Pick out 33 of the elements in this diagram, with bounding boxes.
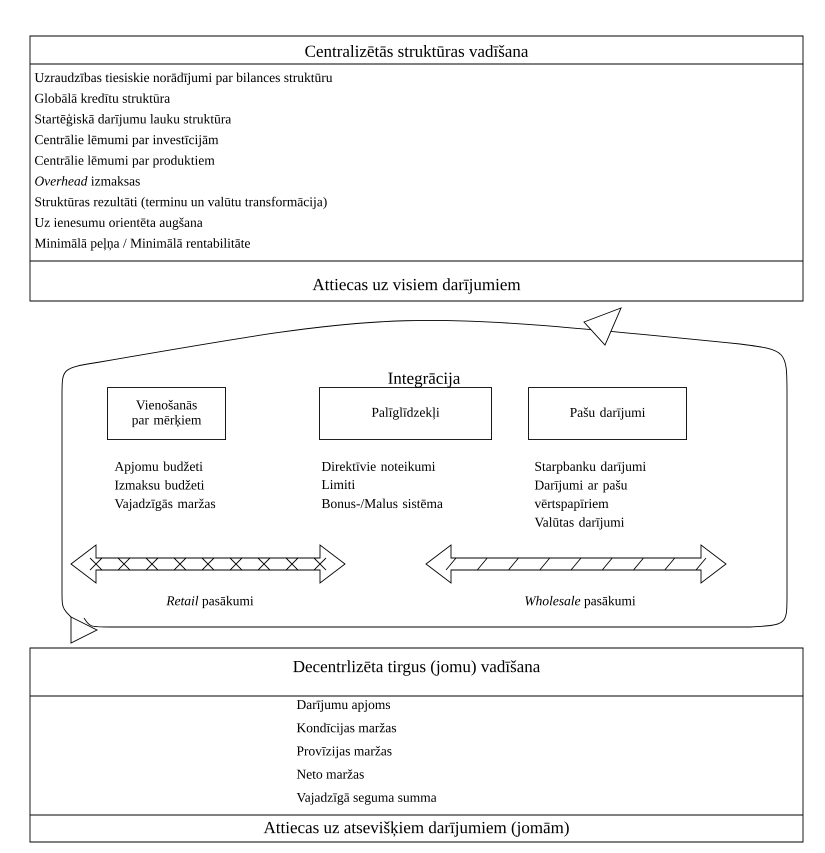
box: Palīglīdzekļi <box>319 387 492 440</box>
list-item: Struktūras rezultāti (terminu un valūtu transformācija) <box>35 196 327 210</box>
list-item: Centrālie lēmumi par produktiem <box>35 155 215 168</box>
arrow-caption: Retail pasākumi <box>166 596 254 608</box>
list-item: Minimālā peļņa / Minimālā rentabilitāte <box>34 238 250 250</box>
list-item: Vajadzīgās maržas <box>114 498 216 511</box>
list-item: Direktīvie noteikumi <box>322 461 436 471</box>
list-item: Valūtas darījumi <box>534 517 624 530</box>
list-item: Vajadzīgā seguma summa <box>296 792 436 805</box>
footer: Attiecas uz visiem darījumiem <box>312 278 520 294</box>
heading: Integrācija <box>388 372 460 388</box>
list-item: Provīzijas maržas <box>296 746 392 758</box>
list-item: Centrālie lēmumi par investīcijām <box>35 134 218 147</box>
list-item: Startēģiskā darījumu lauku struktūra <box>35 114 232 126</box>
list-item: Apjomu budžeti <box>114 461 203 474</box>
list-item: Limiti <box>322 480 355 490</box>
list-item: Izmaksu budžeti <box>114 480 204 490</box>
list-item: Uz ienesumu orientēta augšana <box>34 218 203 230</box>
box: Vienošanās par mērķiem <box>107 387 226 440</box>
list-item: Starpbanku darījumi <box>535 461 646 474</box>
list-item: Neto maržas <box>296 769 364 779</box>
footer: Attiecas uz atsevišķiem darījumiem (jomām) <box>264 821 569 837</box>
heading: Decentrlizēta tirgus (jomu) vadīšana <box>293 660 540 676</box>
list-item: Globālā kredītu struktūra <box>35 93 170 103</box>
box: Pašu darījumi <box>528 387 687 440</box>
heading: Centralizētās struktūras vadīšana <box>305 45 528 57</box>
list-item: Bonus-/Malus sistēma <box>322 498 443 508</box>
list-item: Darījumu apjoms <box>296 700 390 712</box>
list-item: Overhead izmaksas <box>35 176 140 186</box>
list-item: Darījumi ar pašu vērtspapīriem <box>534 480 628 511</box>
list-item: Kondīcijas maržas <box>296 722 396 736</box>
list-item: Uzraudzības tiesiskie norādījumi par bilances struktūru <box>34 72 332 85</box>
arrow-caption: Wholesale pasākumi <box>525 596 636 608</box>
